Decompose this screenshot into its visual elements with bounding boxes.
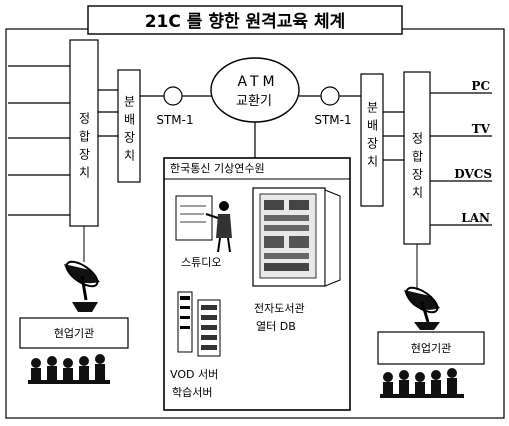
server-rack-icon — [252, 187, 341, 287]
right-site-box — [377, 331, 485, 365]
atm-switch-node — [210, 57, 300, 123]
left-satellite-dish-icon — [64, 260, 100, 312]
left-site-label: 현업기관 — [54, 327, 94, 340]
edu-db-label-line1: 전자도서관 — [254, 302, 305, 315]
left-distribution-box — [117, 69, 141, 183]
left-input-lines — [8, 65, 70, 216]
learning-server-label: 학습서버 — [172, 386, 212, 399]
terminal-lan-label: LAN — [461, 211, 490, 225]
right-stm-node — [320, 86, 340, 106]
teacher-icon — [175, 195, 232, 253]
terminal-dvcs-label: DVCS — [454, 167, 492, 181]
terminal-pc-label: PC — [471, 79, 490, 93]
left-site-box — [19, 317, 129, 349]
left-integration-links — [98, 89, 118, 137]
studio-label: 스튜디오 — [181, 256, 221, 269]
left-stm-node — [163, 86, 183, 106]
right-integration-links — [383, 111, 404, 161]
atm-switch-label: ATM — [237, 74, 278, 90]
title-box — [87, 5, 403, 35]
left-integration-box — [69, 39, 99, 227]
right-site-label: 현업기관 — [411, 342, 451, 355]
server-tower-icon — [177, 291, 221, 357]
terminal-lines — [430, 92, 492, 226]
left-audience-icon — [28, 354, 110, 384]
page-title: 21C 를 향한 원격교육 체계 — [145, 11, 346, 32]
edu-db-label-line2: 열터 DB — [256, 320, 296, 333]
right-audience-icon — [380, 368, 464, 398]
atm-switch-sublabel: 교환기 — [236, 94, 272, 109]
terminal-tv-label: TV — [472, 122, 491, 136]
left-distribution-label: 분배장치 — [122, 95, 136, 167]
left-stm-label: STM-1 — [156, 113, 193, 127]
vod-server-label: VOD 서버 — [170, 368, 218, 381]
center-facility-title: 한국통신 기상연수원 — [170, 162, 265, 175]
right-distribution-label: 분배장치 — [365, 101, 379, 173]
right-distribution-box — [360, 73, 384, 207]
right-satellite-dish-icon — [404, 286, 440, 330]
left-integration-label: 정합장치 — [77, 112, 91, 184]
right-integration-box — [403, 71, 431, 245]
right-stm-label: STM-1 — [314, 113, 351, 127]
right-integration-label: 정합장치 — [410, 132, 424, 204]
